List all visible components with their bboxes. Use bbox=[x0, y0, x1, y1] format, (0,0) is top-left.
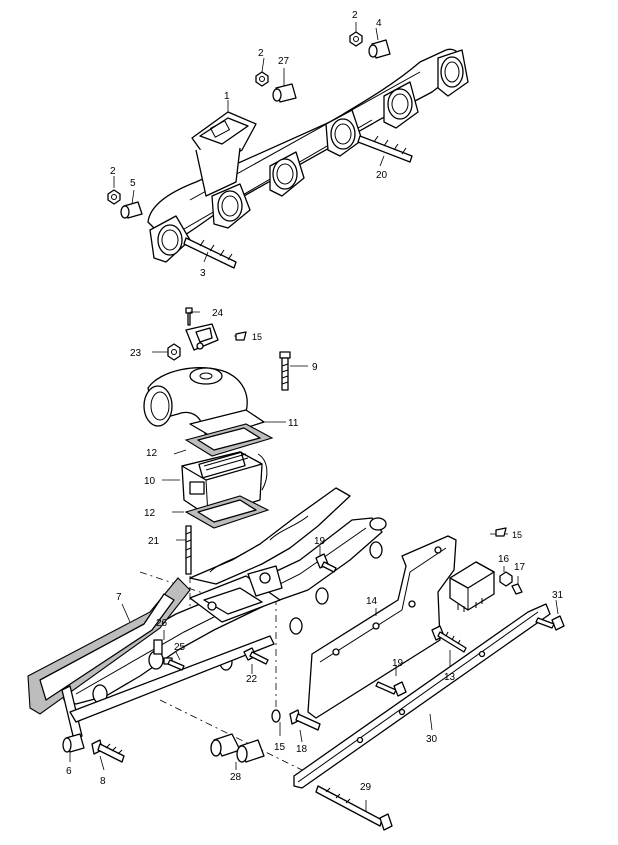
callout-13: 13 bbox=[444, 672, 456, 683]
callout-1: 1 bbox=[224, 91, 230, 102]
bolt bbox=[315, 785, 393, 831]
callout-2: 2 bbox=[352, 10, 358, 21]
callout-21: 21 bbox=[148, 536, 160, 547]
callout-9: 9 bbox=[312, 362, 318, 373]
stud-bolt bbox=[357, 135, 413, 163]
intake-heater-assembly: 24 15 23 9 11 12 10 12 21 19 15 16 17 31… bbox=[27, 307, 565, 831]
callout-10: 10 bbox=[144, 476, 156, 487]
callout-18: 18 bbox=[296, 744, 308, 755]
callout-2: 2 bbox=[258, 48, 264, 59]
callout-17: 17 bbox=[514, 562, 526, 573]
hex-nut bbox=[107, 189, 121, 205]
bolt bbox=[91, 739, 125, 763]
callout-14: 14 bbox=[366, 596, 378, 607]
callout-24: 24 bbox=[212, 308, 224, 319]
bolt bbox=[315, 553, 337, 573]
exhaust-manifold bbox=[147, 48, 462, 245]
stud-bolt bbox=[183, 237, 237, 269]
callout-26: 26 bbox=[156, 618, 168, 629]
spacer-sleeve bbox=[120, 201, 143, 219]
hex-nut bbox=[499, 571, 513, 587]
callout-29: 29 bbox=[360, 782, 372, 793]
callout-23: 23 bbox=[130, 348, 142, 359]
mounting-plate bbox=[307, 535, 457, 719]
callout-15: 15 bbox=[274, 742, 286, 753]
callout-28: 28 bbox=[230, 772, 242, 783]
hex-nut bbox=[349, 31, 363, 47]
spacer-sleeve bbox=[272, 83, 297, 103]
bolt bbox=[431, 625, 467, 653]
callout-8: 8 bbox=[100, 776, 106, 787]
washer bbox=[271, 709, 281, 723]
bolt bbox=[279, 351, 291, 391]
screw bbox=[511, 583, 523, 595]
callout-12: 12 bbox=[146, 448, 158, 459]
callout-5: 5 bbox=[130, 178, 136, 189]
stud-bolt bbox=[185, 525, 192, 575]
connector-tag-icon bbox=[235, 331, 247, 341]
bolt bbox=[535, 615, 565, 631]
exhaust-manifold-assembly: 1 2 2 2 3 4 5 20 27 bbox=[107, 10, 469, 279]
callout-12: 12 bbox=[144, 508, 156, 519]
intake-elbow bbox=[143, 366, 265, 439]
spacer-sleeve bbox=[62, 733, 85, 753]
sensor-bracket bbox=[185, 323, 219, 351]
callout-15: 15 bbox=[512, 530, 522, 540]
callout-6: 6 bbox=[66, 766, 72, 777]
connector-tag-icon bbox=[495, 527, 507, 537]
callout-4: 4 bbox=[376, 18, 382, 29]
screw bbox=[185, 307, 193, 326]
callout-19: 19 bbox=[314, 536, 326, 547]
callout-27: 27 bbox=[278, 56, 290, 67]
spacer-sleeve bbox=[236, 739, 265, 763]
bolt bbox=[289, 709, 321, 731]
callout-22: 22 bbox=[246, 674, 258, 685]
manifold-port-flanges bbox=[149, 49, 469, 263]
callout-25: 25 bbox=[174, 642, 186, 653]
callout-11: 11 bbox=[288, 418, 299, 429]
support-bar bbox=[293, 603, 551, 789]
callout-31: 31 bbox=[552, 590, 564, 601]
callout-7: 7 bbox=[116, 592, 122, 603]
spacer-sleeve bbox=[368, 39, 391, 59]
intake-manifold bbox=[61, 487, 387, 705]
hex-nut bbox=[255, 71, 269, 87]
callout-2: 2 bbox=[110, 166, 116, 177]
callout-19: 19 bbox=[392, 658, 404, 669]
callout-16: 16 bbox=[498, 554, 510, 565]
bolt bbox=[243, 647, 269, 665]
spacer-sleeve bbox=[210, 733, 241, 757]
bolt bbox=[375, 681, 407, 697]
callout-30: 30 bbox=[426, 734, 438, 745]
callout-15: 15 bbox=[252, 332, 262, 342]
callout-20: 20 bbox=[376, 170, 388, 181]
hex-nut bbox=[167, 343, 181, 361]
screw bbox=[153, 639, 185, 671]
callout-3: 3 bbox=[200, 268, 206, 279]
relay bbox=[449, 561, 495, 612]
